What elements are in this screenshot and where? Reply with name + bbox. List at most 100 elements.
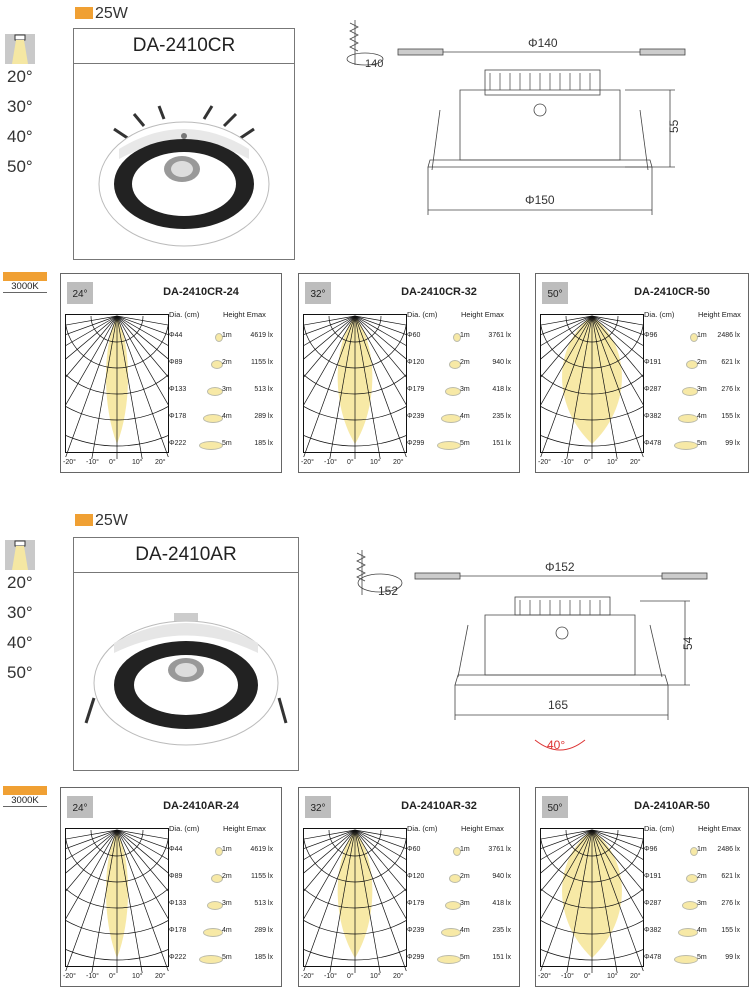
diameter-value: Φ44 bbox=[169, 846, 183, 853]
height-value: 3m bbox=[222, 900, 232, 907]
illuminance-value: 289 lx bbox=[254, 927, 273, 934]
spot-size-marker bbox=[449, 360, 461, 369]
diameter-value: Φ178 bbox=[169, 927, 187, 934]
illuminance-value: 185 lx bbox=[254, 954, 273, 961]
illuminance-value: 289 lx bbox=[254, 413, 273, 420]
height-value: 1m bbox=[222, 332, 232, 339]
x-tick-label: -10° bbox=[86, 973, 99, 980]
spot-size-marker bbox=[690, 847, 698, 856]
illuminance-value: 2486 lx bbox=[717, 846, 740, 853]
polar-diagram bbox=[65, 314, 169, 459]
spot-size-marker bbox=[449, 874, 461, 883]
diameter-value: Φ287 bbox=[644, 386, 662, 393]
diameter-value: Φ239 bbox=[407, 927, 425, 934]
card-title: DA-2410CR-32 bbox=[401, 286, 477, 298]
spot-size-marker bbox=[199, 441, 223, 450]
spot-size-marker bbox=[682, 387, 698, 396]
x-tick-label: -10° bbox=[561, 973, 574, 980]
bottom-dimension-label: 165 bbox=[548, 698, 568, 712]
diameter-value: Φ133 bbox=[169, 900, 187, 907]
beam-angle-40: 40° bbox=[7, 127, 33, 146]
diameter-value: Φ60 bbox=[407, 846, 421, 853]
height-value: 3m bbox=[697, 900, 707, 907]
height-dimension-label: 54 bbox=[681, 636, 695, 650]
diameter-value: Φ44 bbox=[169, 332, 183, 339]
height-header: Height Emax bbox=[223, 310, 266, 319]
beam-angle-badge: 24° bbox=[67, 282, 93, 304]
diameter-value: Φ96 bbox=[644, 846, 658, 853]
illuminance-value: 418 lx bbox=[492, 386, 511, 393]
height-value: 1m bbox=[697, 846, 707, 853]
spot-size-marker bbox=[678, 414, 698, 423]
beam-angle-list: 20° 30° 40° 50° bbox=[7, 62, 33, 182]
spot-size-marker bbox=[207, 387, 223, 396]
spot-size-marker bbox=[211, 360, 223, 369]
dia-header: Dia. (cm) bbox=[644, 824, 675, 833]
spot-size-marker bbox=[453, 847, 461, 856]
x-tick-label: -20° bbox=[301, 459, 314, 466]
spot-size-marker bbox=[678, 928, 698, 937]
diameter-value: Φ179 bbox=[407, 386, 425, 393]
illuminance-value: 99 lx bbox=[725, 440, 740, 447]
height-value: 5m bbox=[222, 954, 232, 961]
wattage-swatch bbox=[75, 514, 93, 526]
spot-size-marker bbox=[437, 441, 461, 450]
polar-diagram bbox=[303, 828, 407, 973]
height-value: 2m bbox=[697, 873, 707, 880]
diameter-value: Φ382 bbox=[644, 927, 662, 934]
height-value: 1m bbox=[697, 332, 707, 339]
illuminance-value: 513 lx bbox=[254, 900, 273, 907]
x-tick-label: 0° bbox=[584, 973, 591, 980]
illuminance-value: 151 lx bbox=[492, 954, 511, 961]
illuminance-value: 235 lx bbox=[492, 413, 511, 420]
dia-header: Dia. (cm) bbox=[169, 310, 200, 319]
x-tick-label: 0° bbox=[347, 973, 354, 980]
diameter-value: Φ222 bbox=[169, 440, 187, 447]
spot-size-marker bbox=[441, 928, 461, 937]
beam-angle-20: 20° bbox=[7, 573, 33, 592]
x-tick-label: 10° bbox=[132, 459, 143, 466]
illuminance-value: 513 lx bbox=[254, 386, 273, 393]
polar-diagram bbox=[303, 314, 407, 459]
height-value: 2m bbox=[222, 359, 232, 366]
card-title: DA-2410AR-32 bbox=[401, 800, 477, 812]
spot-size-marker bbox=[682, 901, 698, 910]
height-value: 5m bbox=[460, 440, 470, 447]
diameter-value: Φ89 bbox=[169, 873, 183, 880]
x-tick-label: -10° bbox=[324, 973, 337, 980]
height-value: 2m bbox=[460, 873, 470, 880]
illuminance-value: 1155 lx bbox=[250, 873, 273, 880]
illuminance-value: 151 lx bbox=[492, 440, 511, 447]
beam-angle-list: 20° 30° 40° 50° bbox=[7, 568, 33, 688]
cct-label: 3000K bbox=[3, 786, 47, 807]
x-tick-label: -10° bbox=[561, 459, 574, 466]
x-tick-label: -20° bbox=[538, 973, 551, 980]
card-title: DA-2410CR-50 bbox=[634, 286, 710, 298]
downlight-image bbox=[98, 105, 270, 247]
diameter-value: Φ382 bbox=[644, 413, 662, 420]
card-title: DA-2410CR-24 bbox=[163, 286, 239, 298]
illuminance-value: 4619 lx bbox=[250, 846, 273, 853]
diameter-value: Φ179 bbox=[407, 900, 425, 907]
height-value: 5m bbox=[460, 954, 470, 961]
polar-diagram bbox=[65, 828, 169, 973]
technical-drawing: 152 Φ152 54 165 40° bbox=[356, 550, 708, 752]
beam-angle-50: 50° bbox=[7, 663, 33, 682]
beam-icon bbox=[5, 538, 35, 570]
card-title: DA-2410AR-50 bbox=[634, 800, 710, 812]
x-tick-label: 20° bbox=[155, 973, 166, 980]
wattage-label: 25W bbox=[75, 5, 128, 23]
height-value: 1m bbox=[460, 332, 470, 339]
x-tick-label: 0° bbox=[109, 973, 116, 980]
diameter-value: Φ89 bbox=[169, 359, 183, 366]
height-value: 4m bbox=[222, 413, 232, 420]
dia-header: Dia. (cm) bbox=[169, 824, 200, 833]
illuminance-value: 155 lx bbox=[721, 413, 740, 420]
x-tick-label: 0° bbox=[109, 459, 116, 466]
illuminance-value: 99 lx bbox=[725, 954, 740, 961]
diameter-value: Φ299 bbox=[407, 954, 425, 961]
